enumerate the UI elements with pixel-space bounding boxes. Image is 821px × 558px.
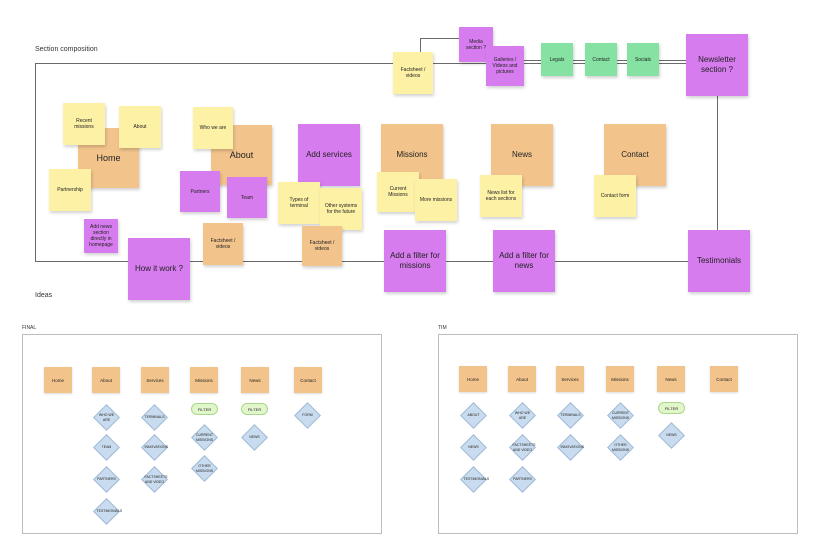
note-team[interactable]: Team [227,177,267,218]
final-col-missions[interactable]: Missions [190,367,218,393]
tim-about-item[interactable]: WHO WE ARE [509,402,536,429]
tim-missions-item[interactable]: OTHER MISSIONS [607,434,634,461]
note-add-services[interactable]: Add services [298,124,360,186]
final-contact-item[interactable]: FORM [294,402,321,429]
tim-home-item[interactable]: TESTIMONIALS [460,466,489,493]
note-add-news[interactable]: Add news section directly in homepage [84,219,118,253]
note-filter-missions[interactable]: Add a filter for missions [384,230,446,292]
tim-board [438,334,798,534]
tim-board-label: TIM [438,325,447,331]
section-composition-label: Section composition [35,46,98,53]
final-missions-item[interactable]: OTHER MISSIONS [191,455,218,482]
note-factsheet-low[interactable]: Factsheet / videos [302,226,342,266]
final-col-contact[interactable]: Contact [294,367,322,393]
note-other-systems[interactable]: Other systems for the future [320,188,362,230]
final-about-item[interactable]: TESTIMONIALS [93,498,122,525]
tim-about-item[interactable]: PARTNERS [509,466,536,493]
tim-services-item[interactable]: INNOVATIONS [557,434,584,461]
final-col-about[interactable]: About [92,367,120,393]
tim-col-contact[interactable]: Contact [710,366,738,392]
note-factsheet-mid[interactable]: Factsheet / videos [203,223,243,265]
note-partners[interactable]: Partners [180,171,220,212]
note-recent-missions[interactable]: Recent missions [63,103,105,145]
final-services-item[interactable]: FACTSHEETS AND VIDEO [141,466,168,493]
final-board-label: FINAL [22,325,37,331]
final-col-services[interactable]: Services [141,367,169,393]
tim-services-item[interactable]: TERMINALS [557,402,584,429]
tim-col-about[interactable]: About [508,366,536,392]
flow-connector-media [420,38,421,64]
note-types-terminal[interactable]: Types of terminal [278,182,320,224]
final-news-filter[interactable]: FILTER [241,403,268,415]
final-about-item[interactable]: WHO WE ARE [93,404,120,431]
note-socials[interactable]: Socials [627,43,659,76]
note-newsletter[interactable]: Newsletter section ? [686,34,748,96]
final-about-item[interactable]: TEAM [93,434,120,461]
note-contact-form[interactable]: Contact form [594,175,636,217]
tim-col-missions[interactable]: Missions [606,366,634,392]
flow-connector-media-h [420,38,468,39]
tim-news-item[interactable]: NEWS [658,422,685,449]
note-contact-green[interactable]: Contact [585,43,617,76]
final-col-news[interactable]: News [241,367,269,393]
tim-col-news[interactable]: News [657,366,685,392]
ideas-label: Ideas [35,292,53,299]
note-galleries[interactable]: Galleries / Videos and pictures [486,46,524,86]
tim-home-item[interactable]: ABOUT [460,402,487,429]
site-flow-outline [35,63,718,262]
note-more-missions[interactable]: More missions [415,179,457,221]
final-missions-item[interactable]: CURRENT MISSIONS [191,424,218,451]
note-about-small[interactable]: About [119,106,161,148]
note-testimonials[interactable]: Testimonials [688,230,750,292]
tim-missions-item[interactable]: CURRENT MISSIONS [607,402,634,429]
tim-col-home[interactable]: Home [459,366,487,392]
note-current-missions[interactable]: Current Missions [377,172,419,212]
tim-news-filter[interactable]: FILTER [658,402,685,414]
final-about-item[interactable]: PARTNERS [93,466,120,493]
final-services-item[interactable]: TERMINALS [141,404,168,431]
note-legals[interactable]: Legals [541,43,573,76]
final-col-home[interactable]: Home [44,367,72,393]
note-partnership[interactable]: Partnership [49,169,91,211]
note-news-list[interactable]: News list for each sections [480,175,522,217]
final-services-item[interactable]: INNOVATIONS [141,434,168,461]
final-board [22,334,382,534]
tim-about-item[interactable]: FACTSHEETS AND VIDEO [509,434,536,461]
tim-col-services[interactable]: Services [556,366,584,392]
note-how-it-work[interactable]: How it work ? [128,238,190,300]
note-factsheet-top[interactable]: Factsheet / videos [393,52,433,94]
final-missions-filter[interactable]: FILTER [191,403,218,415]
final-news-item[interactable]: NEWS [241,424,268,451]
tim-home-item[interactable]: NEWS [460,434,487,461]
note-filter-news[interactable]: Add a filter for news [493,230,555,292]
note-who-we-are[interactable]: Who we are [193,107,233,149]
